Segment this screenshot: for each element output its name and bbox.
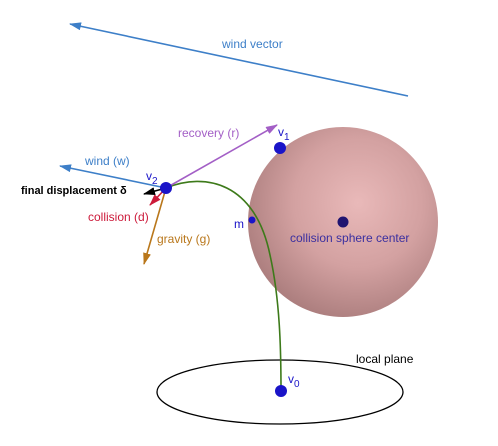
gravity-label: gravity (g) bbox=[157, 232, 210, 246]
local-plane-label: local plane bbox=[356, 352, 414, 366]
final-displacement-label: final displacement δ bbox=[21, 185, 127, 197]
wind-vector-arrow bbox=[69, 22, 409, 97]
wind-vector-label: wind vector bbox=[221, 37, 283, 51]
strand-curve bbox=[165, 180, 282, 392]
m-label: m bbox=[234, 217, 244, 231]
sphere-center-label: collision sphere center bbox=[290, 231, 409, 245]
v1-label: v1 bbox=[278, 125, 290, 143]
point-m bbox=[248, 216, 256, 224]
vertex-v2 bbox=[160, 182, 172, 194]
recovery-arrow bbox=[165, 124, 278, 189]
wind-arrow bbox=[59, 164, 167, 189]
collision-label: collision (d) bbox=[88, 210, 149, 224]
wind-label: wind (w) bbox=[84, 154, 130, 168]
v0-label: v0 bbox=[288, 372, 300, 390]
recovery-label: recovery (r) bbox=[178, 126, 239, 140]
gravity-arrow bbox=[143, 187, 167, 265]
vertex-v1 bbox=[274, 142, 286, 154]
v2-label: v2 bbox=[146, 169, 158, 187]
sphere-center-point bbox=[337, 216, 349, 228]
vertex-v0 bbox=[275, 385, 287, 397]
